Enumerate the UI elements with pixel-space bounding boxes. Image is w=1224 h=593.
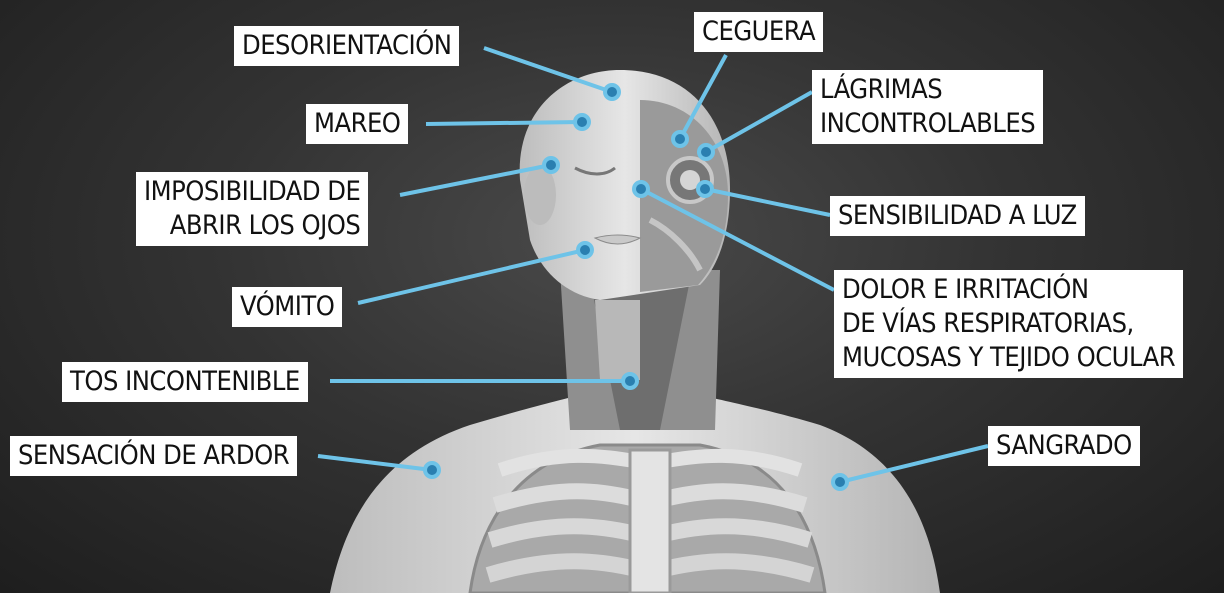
rib-cage: [468, 443, 827, 593]
dot-imposibilidad: [542, 156, 560, 174]
dot-mareo: [573, 113, 591, 131]
label-sensibilidad: SENSIBILIDAD A LUZ: [830, 196, 1085, 236]
dot-ardor: [423, 461, 441, 479]
label-ceguera: CEGUERA: [694, 12, 824, 52]
dot-tos: [621, 372, 639, 390]
dot-dolor: [632, 180, 650, 198]
label-dolor: DOLOR E IRRITACIÓN DE VÍAS RESPIRATORIAS…: [834, 270, 1184, 378]
label-desorientacion: DESORIENTACIÓN: [234, 26, 460, 66]
label-sangrado: SANGRADO: [988, 426, 1140, 466]
dot-lagrimas: [697, 143, 715, 161]
label-tos: TOS INCONTENIBLE: [62, 362, 308, 402]
dot-vomito: [576, 241, 594, 259]
leader-dots: [423, 83, 849, 491]
dot-ceguera: [671, 130, 689, 148]
dot-sensibilidad: [696, 180, 714, 198]
label-vomito: VÓMITO: [232, 287, 343, 327]
label-ardor: SENSACIÓN DE ARDOR: [10, 436, 298, 476]
label-imposibilidad: IMPOSIBILIDAD DE ABRIR LOS OJOS: [136, 172, 369, 246]
dot-desorientacion: [603, 83, 621, 101]
dot-sangrado: [831, 473, 849, 491]
label-mareo: MAREO: [306, 104, 409, 144]
leader-lines: [317, 46, 989, 484]
label-lagrimas: LÁGRIMAS INCONTROLABLES: [812, 70, 1044, 144]
